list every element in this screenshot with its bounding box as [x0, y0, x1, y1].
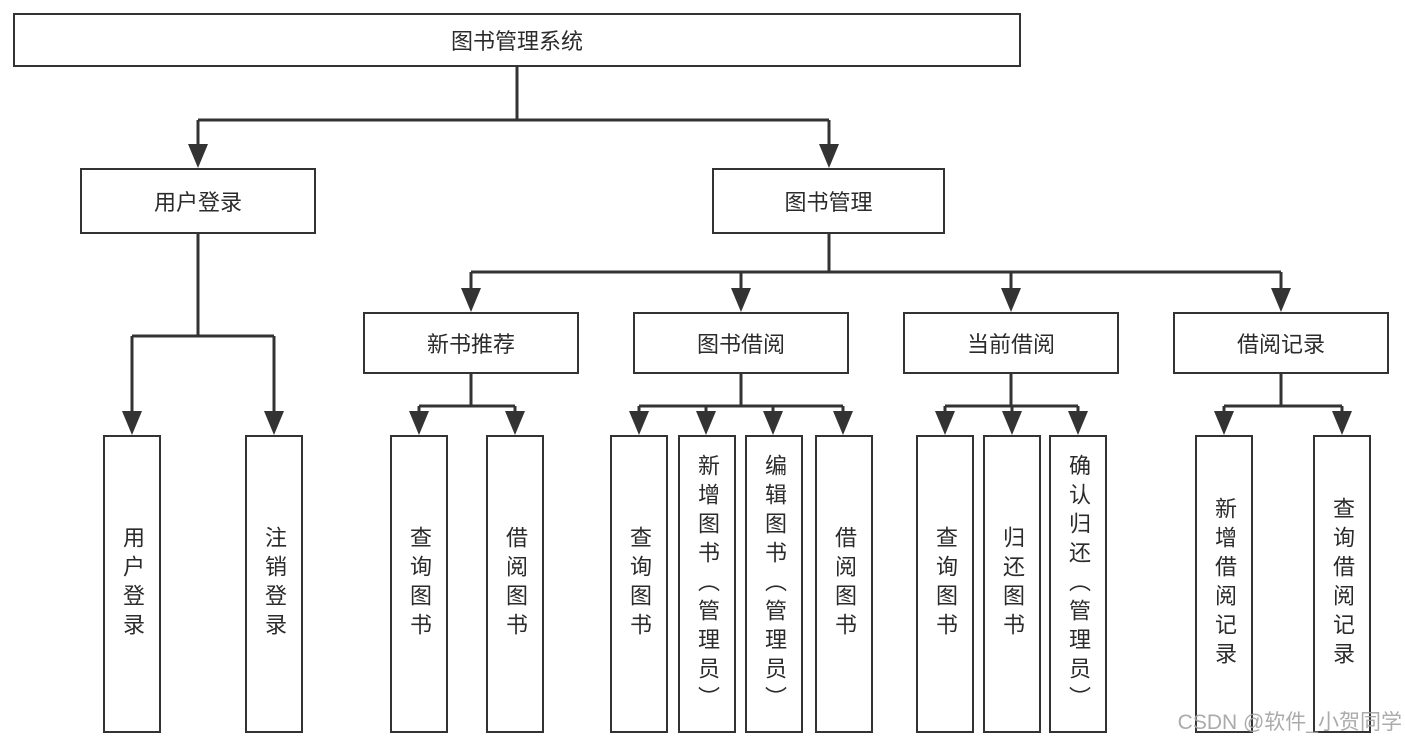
node-book-borrow-label: 图书借阅 — [696, 332, 785, 357]
connector-new-book-branch — [409, 374, 525, 435]
leaf-query-books-current-label: 查询图书 — [933, 526, 958, 642]
leaf-logout-label: 注销登录 — [262, 526, 287, 642]
node-new-book-recommend: 新书推荐 — [363, 312, 579, 374]
leaf-query-books-recommend: 查询图书 — [390, 435, 448, 733]
arrowhead — [122, 411, 142, 435]
leaf-query-books-borrow-label: 查询图书 — [627, 526, 652, 642]
leaf-add-borrow-record-label: 新增借阅记录 — [1212, 497, 1237, 671]
leaf-confirm-return-admin-label: 确认归还（管理员） — [1066, 453, 1091, 715]
leaf-query-borrow-record: 查询借阅记录 — [1313, 435, 1371, 733]
leaf-borrow-books-recommend: 借阅图书 — [486, 435, 544, 733]
node-borrow-records: 借阅记录 — [1173, 312, 1389, 374]
leaf-return-book: 归还图书 — [983, 435, 1041, 733]
leaf-borrow-books: 借阅图书 — [815, 435, 873, 733]
leaf-borrow-books-recommend-label: 借阅图书 — [503, 526, 528, 642]
arrowhead — [833, 411, 853, 435]
connector-borrow-records-branch — [1214, 374, 1352, 435]
arrowhead — [1068, 411, 1088, 435]
node-root-label: 图书管理系统 — [450, 29, 583, 54]
arrowhead — [763, 411, 783, 435]
leaf-borrow-books-label: 借阅图书 — [832, 526, 857, 642]
node-user-login: 用户登录 — [80, 168, 316, 234]
arrowhead — [731, 288, 751, 312]
connector-book-borrow-branch — [629, 374, 853, 435]
leaf-confirm-return-admin: 确认归还（管理员） — [1049, 435, 1107, 733]
arrowhead — [409, 411, 429, 435]
arrowhead — [1332, 411, 1352, 435]
node-new-book-recommend-label: 新书推荐 — [426, 332, 515, 357]
leaf-query-borrow-record-label: 查询借阅记录 — [1330, 497, 1355, 671]
connector-current-borrow-branch — [935, 374, 1088, 435]
node-current-borrow: 当前借阅 — [903, 312, 1119, 374]
node-root: 图书管理系统 — [13, 13, 1021, 67]
leaf-add-borrow-record: 新增借阅记录 — [1195, 435, 1253, 733]
arrowhead — [1002, 411, 1022, 435]
leaf-logout: 注销登录 — [245, 435, 303, 733]
connector-book-management-branch — [461, 234, 1291, 312]
node-borrow-records-label: 借阅记录 — [1236, 332, 1325, 357]
node-book-management-label: 图书管理 — [784, 190, 873, 215]
arrowhead — [629, 411, 649, 435]
leaf-query-books-borrow: 查询图书 — [610, 435, 668, 733]
leaf-query-books-recommend-label: 查询图书 — [407, 526, 432, 642]
arrowhead — [461, 288, 481, 312]
arrowhead — [1271, 288, 1291, 312]
node-book-management: 图书管理 — [712, 168, 945, 234]
connector-root-to-level2 — [188, 67, 839, 168]
leaf-edit-book-admin-label: 编辑图书（管理员） — [762, 453, 787, 715]
arrowhead — [819, 144, 839, 168]
leaf-add-book-admin-label: 新增图书（管理员） — [695, 453, 720, 715]
leaf-query-books-current: 查询图书 — [916, 435, 974, 733]
node-book-borrow: 图书借阅 — [633, 312, 849, 374]
node-user-login-label: 用户登录 — [153, 190, 242, 215]
arrowhead — [1001, 288, 1021, 312]
leaf-edit-book-admin: 编辑图书（管理员） — [745, 435, 803, 733]
leaf-user-login: 用户登录 — [103, 435, 161, 733]
leaf-user-login-label: 用户登录 — [120, 526, 145, 642]
watermark: CSDN @软件_小贺同学 — [1177, 711, 1402, 734]
arrowhead — [1214, 411, 1234, 435]
arrowhead — [505, 411, 525, 435]
leaf-return-book-label: 归还图书 — [1000, 526, 1025, 642]
arrowhead — [188, 144, 208, 168]
arrowhead — [264, 411, 284, 435]
arrowhead — [935, 411, 955, 435]
arrowhead — [696, 411, 716, 435]
leaf-add-book-admin: 新增图书（管理员） — [678, 435, 736, 733]
connector-user-login-branch — [122, 234, 284, 435]
node-current-borrow-label: 当前借阅 — [966, 332, 1055, 357]
